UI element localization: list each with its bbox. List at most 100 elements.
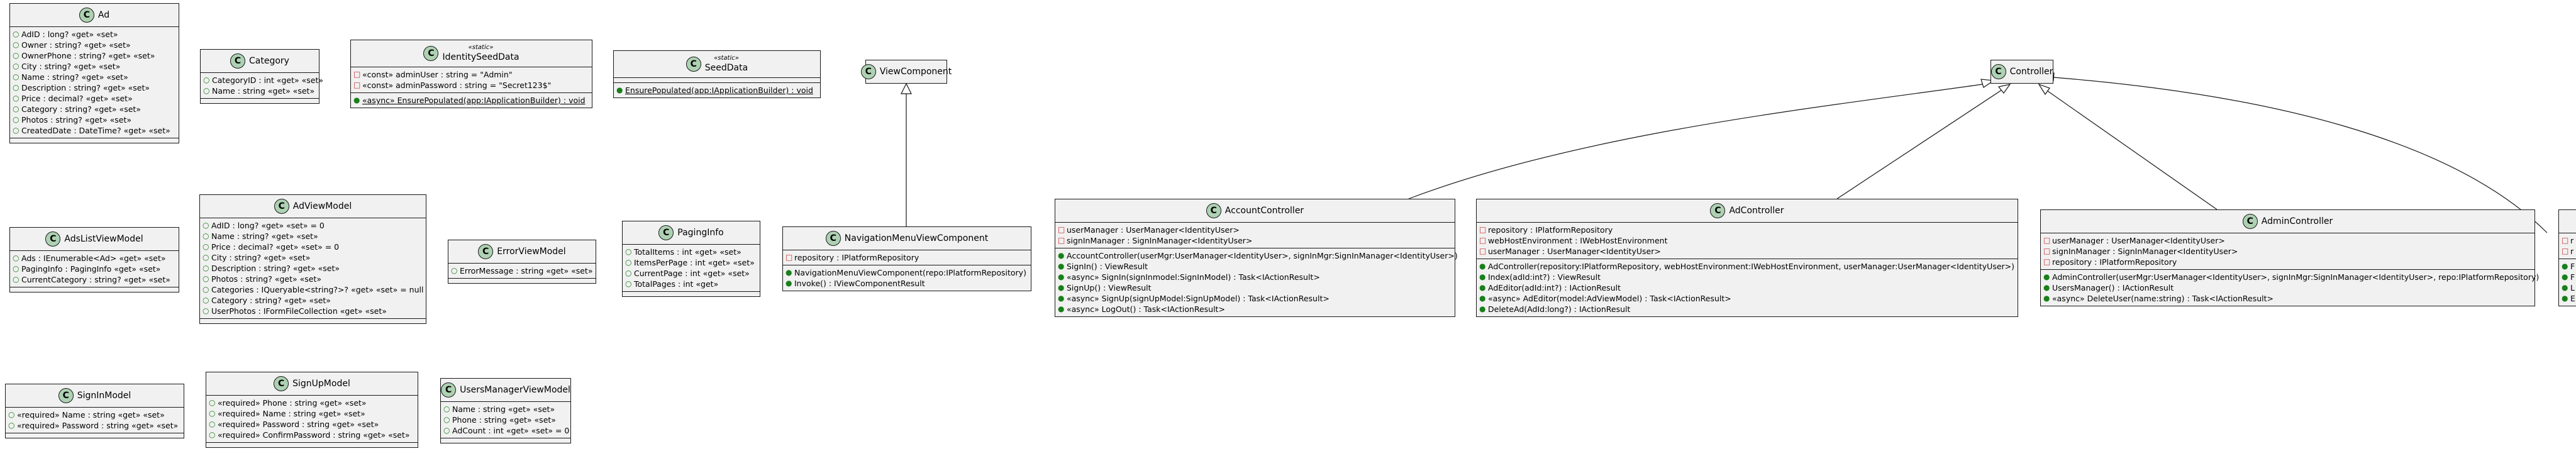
class-name: AccountController xyxy=(1224,206,1304,216)
class-icon: C xyxy=(860,64,876,79)
field: ○UserPhotos : IFormFileCollection «get» … xyxy=(203,306,387,316)
fields-section: ○CategoryID : int «get» «set» ○Name : st… xyxy=(201,72,324,98)
class-stereotype: «static» xyxy=(468,44,494,51)
class-icon: C xyxy=(423,46,439,61)
methods-section: ●F ●F ●L ●E xyxy=(2559,259,2576,306)
field: ○Category : string? «get» «set» xyxy=(203,296,331,305)
methods-section: ●AdminController(userMgr:UserManager<Ide… xyxy=(2041,269,2539,306)
class-controller: C Controller xyxy=(1990,60,2053,84)
field: ○«required» ConfirmPassword : string «ge… xyxy=(209,430,410,440)
class-name: NavigationMenuViewComponent xyxy=(844,233,989,243)
field: ○«required» Name : string «get» «set» xyxy=(209,409,365,418)
methods-section xyxy=(448,278,596,283)
generalization-edge xyxy=(2045,89,2218,210)
class-icon: C xyxy=(2242,214,2258,229)
field: ○Owner : string? «get» «set» xyxy=(13,40,131,50)
method: ●«async» AdEditor(model:AdViewModel) : T… xyxy=(1479,294,1731,303)
field: ○Category : string? «get» «set» xyxy=(13,104,141,114)
field: □«const» adminPassword : string = "Secre… xyxy=(353,81,552,90)
fields-section: □userManager : UserManager<IdentityUser>… xyxy=(1055,222,1455,248)
method: ●NavigationMenuViewComponent(repo:IPlatf… xyxy=(786,268,1026,277)
class-icon: C xyxy=(230,53,246,69)
method: ●«async» DeleteUser(name:string) : Task<… xyxy=(2043,294,2274,303)
field: ○Name : string? «get» «set» xyxy=(203,231,318,241)
class-category: C Category ○CategoryID : int «get» «set»… xyxy=(200,49,324,104)
methods-section: ●«async» EnsurePopulated(app:IApplicatio… xyxy=(351,92,592,108)
field: ○Price : decimal? «get» «set» = 0 xyxy=(203,242,340,252)
field: ○Name : string? «get» «set» xyxy=(13,72,128,82)
field: ○CreatedDate : DateTime? «get» «set» xyxy=(13,126,170,135)
class-name: SignInModel xyxy=(77,391,131,401)
field: ○TotalPages : int «get» xyxy=(625,279,719,289)
fields-section: ○«required» Name : string «get» «set» ○«… xyxy=(6,407,184,433)
generalization-edge xyxy=(1408,84,1983,199)
class-ad-controller: C AdController □repository : IPlatformRe… xyxy=(1476,199,2018,317)
fields-section: ○«required» Phone : string «get» «set» ○… xyxy=(206,395,418,442)
method: ●«async» EnsurePopulated(app:IApplicatio… xyxy=(353,96,586,105)
method: ●SignUp() : ViewResult xyxy=(1058,283,1152,292)
methods-section xyxy=(6,433,184,438)
methods-section xyxy=(201,98,319,103)
methods-section xyxy=(441,438,570,443)
method: ●L xyxy=(2562,283,2575,292)
method: ●Invoke() : IViewComponentResult xyxy=(786,279,925,288)
fields-section: ○Name : string «get» «set» ○Phone : stri… xyxy=(441,401,570,438)
class-name: AdController xyxy=(1729,206,1784,216)
field: □r xyxy=(2562,236,2574,245)
class-name: SignUpModel xyxy=(292,379,350,389)
field: □repository : IPlatformRepository xyxy=(786,253,919,262)
methods-section xyxy=(10,138,179,143)
method: ●F xyxy=(2562,272,2575,282)
class-icon: C xyxy=(686,57,701,72)
field: □repository : IPlatformRepository xyxy=(2043,257,2177,267)
class-users-manager-view-model: C UsersManagerViewModel ○Name : string «… xyxy=(440,378,571,443)
field: ○«required» Password : string «get» «set… xyxy=(209,420,379,429)
method: ●«async» SignIn(signInmodel:SignInModel)… xyxy=(1058,272,1320,282)
class-icon: C xyxy=(274,376,289,391)
class-sign-in-model: C SignInModel ○«required» Name : string … xyxy=(5,384,184,438)
fields-section xyxy=(614,77,820,82)
field: ○Ads : IEnumerable<Ad> «get» «set» xyxy=(13,253,166,263)
class-icon: C xyxy=(1990,64,2006,79)
field: □signInManager : SignInManager<IdentityU… xyxy=(2043,247,2238,256)
method: ●«async» SignUp(signUpModel:SignUpModel)… xyxy=(1058,294,1330,303)
methods-section: ●AdController(repository:IPlatformReposi… xyxy=(1477,259,2018,316)
method: ●UsersManager() : IActionResult xyxy=(2043,283,2174,292)
methods-section: ●AccountController(userMgr:UserManager<I… xyxy=(1055,248,1458,316)
class-icon: C xyxy=(274,199,289,214)
field: ○Name : string «get» «set» xyxy=(443,404,555,414)
method: ●AdEditor(adId:int?) : IActionResult xyxy=(1479,283,1621,292)
class-name: Controller xyxy=(2009,67,2053,77)
class-error-view-model: C ErrorViewModel ○ErrorMessage : string … xyxy=(448,240,596,284)
class-sign-up-model: C SignUpModel ○«required» Phone : string… xyxy=(206,372,418,448)
methods-section xyxy=(10,287,179,292)
class-icon: C xyxy=(441,382,457,398)
generalization-arrowhead xyxy=(2038,83,2050,96)
class-name: Category xyxy=(249,56,289,66)
methods-section xyxy=(623,291,760,296)
class-name: PagingInfo xyxy=(677,228,724,238)
field: ○ItemsPerPage : int «get» «set» xyxy=(625,258,755,267)
field: ○CategoryID : int «get» «set» xyxy=(203,75,324,85)
class-admin-controller: C AdminController □userManager : UserMan… xyxy=(2040,209,2539,306)
class-ad-view-model: C AdViewModel ○AdID : long? «get» «set» … xyxy=(199,194,426,324)
field: □r xyxy=(2562,247,2574,256)
field: ○Price : decimal? «get» «set» xyxy=(13,94,133,103)
field: ○OwnerPhone : string? «get» «set» xyxy=(13,51,155,60)
field: ○Photos : string? «get» «set» xyxy=(203,274,322,284)
class-seed-data: C «static» SeedData ●EnsurePopulated(app… xyxy=(613,50,821,98)
fields-section: □r □r xyxy=(2559,233,2576,259)
method: ●AccountController(userMgr:UserManager<I… xyxy=(1058,251,1458,260)
fields-section: □userManager : UserManager<IdentityUser>… xyxy=(2041,233,2534,269)
class-icon: C xyxy=(478,244,494,259)
field: ○«required» Password : string «get» «set… xyxy=(8,421,179,430)
fields-section: ○Ads : IEnumerable<Ad> «get» «set» ○Pagi… xyxy=(10,250,179,287)
class-paging-info: C PagingInfo ○TotalItems : int «get» «se… xyxy=(622,221,760,297)
class-icon: C xyxy=(1206,203,1221,218)
fields-section: □repository : IPlatformRepository □webHo… xyxy=(1477,222,2018,259)
methods-section: ●NavigationMenuViewComponent(repo:IPlatf… xyxy=(783,265,1031,291)
class-account-controller: C AccountController □userManager : UserM… xyxy=(1055,199,1458,317)
field: □«const» adminUser : string = "Admin" xyxy=(353,70,513,79)
field: ○PagingInfo : PagingInfo «get» «set» xyxy=(13,264,161,274)
class-view-component: C ViewComponent xyxy=(860,60,952,84)
